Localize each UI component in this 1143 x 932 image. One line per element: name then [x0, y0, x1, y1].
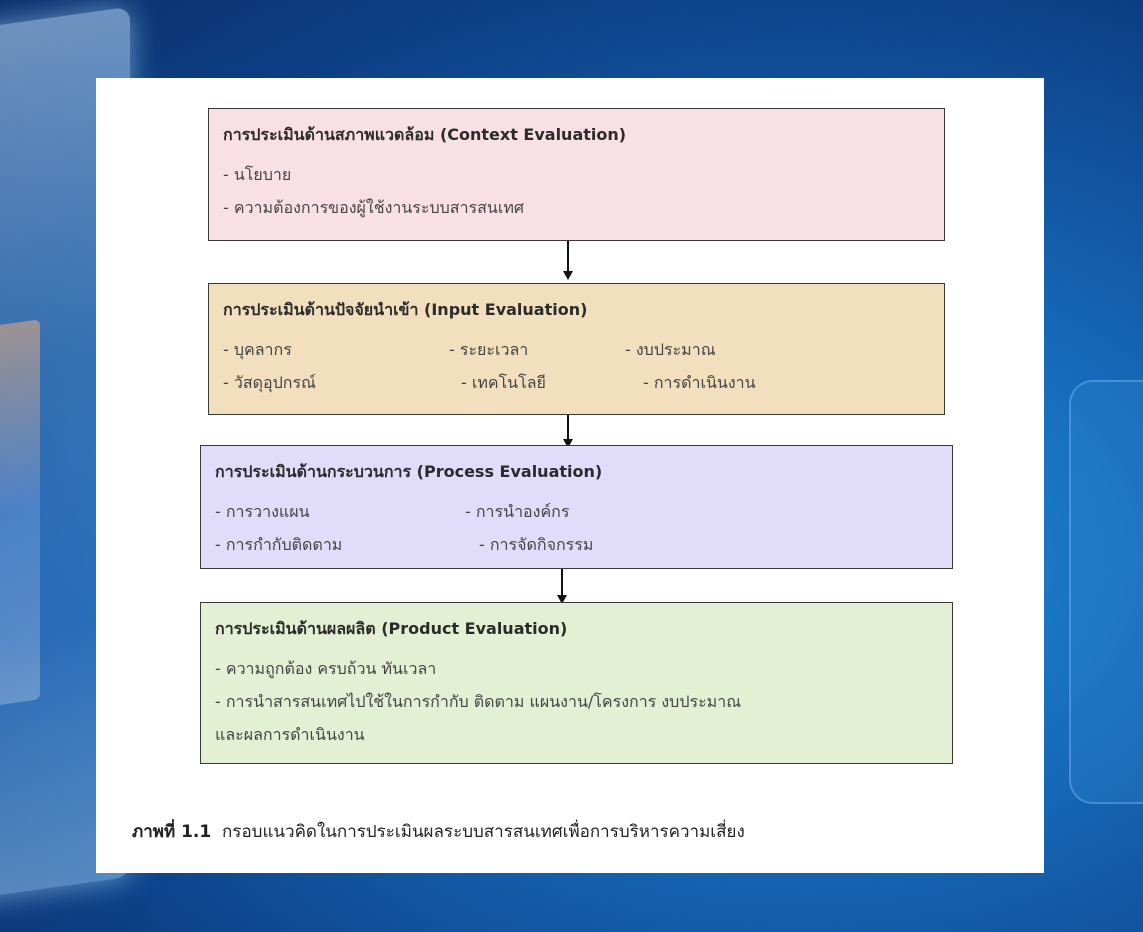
input-item: - ระยะเวลา — [449, 340, 529, 359]
input-item: - บุคลากร — [223, 340, 292, 359]
input-item: - การดำเนินงาน — [643, 373, 756, 392]
input-row: - บุคลากร - ระยะเวลา - งบประมาณ — [223, 333, 930, 366]
context-evaluation-title: การประเมินด้านสภาพแวดล้อม (Context Evalu… — [223, 125, 627, 144]
product-item: - การนำสารสนเทศไปใช้ในการกำกับ ติดตาม แผ… — [215, 692, 742, 711]
input-row: - วัสดุอุปกรณ์ - เทคโนโลยี - การดำเนินงา… — [223, 366, 930, 399]
figure-label: ภาพที่ 1.1 — [132, 822, 212, 842]
product-item: และผลการดำเนินงาน — [215, 725, 365, 744]
background-right-panel — [1069, 380, 1143, 804]
process-item: - การวางแผน — [215, 502, 310, 521]
context-item: - ความต้องการของผู้ใช้งานระบบสารสนเทศ — [223, 198, 525, 217]
input-item: - เทคโนโลยี — [461, 373, 546, 392]
context-item: - นโยบาย — [223, 165, 292, 184]
process-row: - การกำกับติดตาม - การจัดกิจกรรม — [215, 528, 938, 561]
product-evaluation-box: การประเมินด้านผลผลิต (Product Evaluation… — [200, 602, 953, 764]
context-evaluation-box: การประเมินด้านสภาพแวดล้อม (Context Evalu… — [208, 108, 945, 241]
figure-caption: ภาพที่ 1.1 กรอบแนวคิดในการประเมินผลระบบส… — [132, 818, 745, 845]
process-item: - การนำองค์กร — [465, 502, 570, 521]
figure-caption-text: กรอบแนวคิดในการประเมินผลระบบสารสนเทศเพื่… — [222, 822, 745, 842]
input-item: - วัสดุอุปกรณ์ — [223, 373, 316, 392]
process-row: - การวางแผน - การนำองค์กร — [215, 495, 938, 528]
process-item: - การจัดกิจกรรม — [479, 535, 594, 554]
process-evaluation-title: การประเมินด้านกระบวนการ (Process Evaluat… — [215, 462, 603, 481]
product-item: - ความถูกต้อง ครบถ้วน ทันเวลา — [215, 659, 437, 678]
diagram-sheet: การประเมินด้านสภาพแวดล้อม (Context Evalu… — [96, 78, 1044, 873]
product-evaluation-title: การประเมินด้านผลผลิต (Product Evaluation… — [215, 619, 568, 638]
input-evaluation-box: การประเมินด้านปัจจัยนำเข้า (Input Evalua… — [208, 283, 945, 415]
process-evaluation-box: การประเมินด้านกระบวนการ (Process Evaluat… — [200, 445, 953, 569]
background-chart-graphic — [0, 319, 40, 711]
input-evaluation-title: การประเมินด้านปัจจัยนำเข้า (Input Evalua… — [223, 300, 588, 319]
process-item: - การกำกับติดตาม — [215, 535, 343, 554]
input-item: - งบประมาณ — [625, 340, 716, 359]
